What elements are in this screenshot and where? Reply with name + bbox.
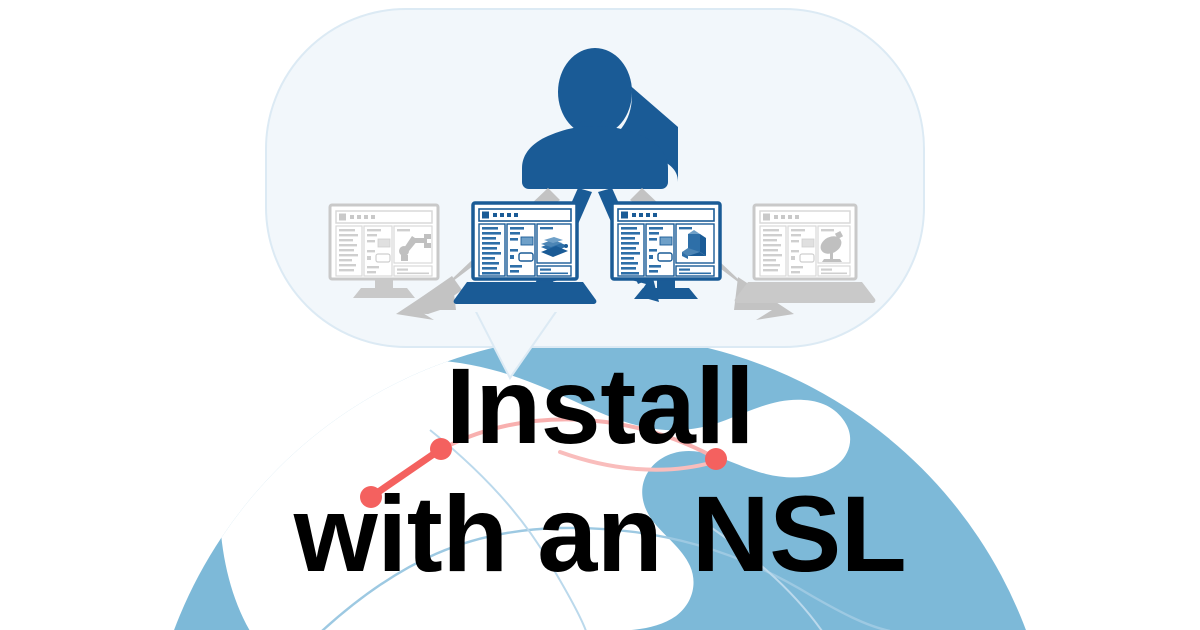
screen-bottom-bar-line bbox=[540, 272, 568, 275]
screen-menu-glyph bbox=[763, 213, 770, 221]
network-arc-faint-1 bbox=[446, 417, 714, 458]
screen-toolbar-dots bbox=[632, 213, 657, 217]
screen-bottom-bar bbox=[675, 265, 715, 277]
device-monitor-bracket-model[interactable] bbox=[610, 201, 722, 299]
screen-bottom-bar-label bbox=[821, 268, 832, 271]
screen-bottom-bar-line bbox=[821, 272, 847, 275]
screen-viewport bbox=[675, 223, 715, 264]
screen-left-panel-rows bbox=[482, 227, 501, 275]
screen-title-bar bbox=[478, 208, 572, 222]
network-arc-faint-2 bbox=[558, 450, 716, 472]
laptop-base bbox=[453, 282, 597, 304]
screen-menu-glyph bbox=[339, 213, 346, 221]
screen-menu-glyph bbox=[621, 211, 628, 219]
screen-bottom-bar-label bbox=[679, 268, 690, 271]
person-icon bbox=[522, 48, 678, 189]
screen-viewport-label bbox=[540, 227, 553, 230]
device-laptop-satellite-dish[interactable] bbox=[734, 203, 876, 303]
screen-title-bar bbox=[759, 210, 851, 224]
screen-toolbar-dots bbox=[493, 213, 518, 217]
globe-route-curve-3 bbox=[699, 519, 823, 630]
screen-mid-panel-content bbox=[367, 229, 391, 274]
device-laptop-mesh-model[interactable] bbox=[453, 201, 597, 304]
screen-left-panel-rows bbox=[339, 229, 358, 272]
laptop-base bbox=[734, 282, 876, 303]
screen-bottom-bar-label bbox=[540, 268, 551, 271]
globe-route-curve-2 bbox=[429, 429, 587, 630]
screen-toolbar-dots bbox=[774, 215, 799, 219]
screen-mid-panel-content bbox=[791, 229, 815, 274]
network-node-right bbox=[705, 448, 727, 470]
robot-arm-icon bbox=[399, 234, 431, 261]
globe-route-curve-1 bbox=[321, 526, 891, 630]
screen-bottom-bar-label bbox=[397, 268, 408, 271]
screen-title-bar bbox=[617, 208, 715, 222]
screen-toolbar-dots bbox=[350, 215, 375, 219]
screen-viewport-label bbox=[679, 227, 692, 230]
screen-bottom-bar bbox=[393, 265, 433, 277]
network-node-left bbox=[360, 486, 382, 508]
screen-bottom-bar-line bbox=[397, 272, 429, 275]
monitor-stand-base bbox=[353, 288, 415, 298]
network-node-mid bbox=[430, 438, 452, 460]
screen-viewport-label bbox=[397, 229, 410, 232]
screen-menu-glyph bbox=[482, 211, 489, 219]
screen-mid-panel-content bbox=[649, 227, 673, 273]
screen-left-panel-rows bbox=[763, 229, 782, 272]
bracket-3d-model-icon bbox=[682, 230, 706, 259]
screen-bottom-bar bbox=[536, 265, 572, 277]
screen-title-bar bbox=[335, 210, 433, 224]
screen-bottom-bar-line bbox=[679, 272, 711, 275]
network-link-left-mid bbox=[367, 445, 445, 501]
screen-viewport-label bbox=[821, 229, 834, 232]
screen-mid-panel-content bbox=[510, 227, 534, 273]
mesh-surface-icon bbox=[541, 237, 568, 257]
screen-bottom-bar bbox=[817, 265, 851, 277]
satellite-dish-icon bbox=[820, 230, 844, 262]
screen-left-panel-rows bbox=[621, 227, 640, 275]
globe-landmass-lower bbox=[287, 537, 510, 630]
device-monitor-robot-arm[interactable] bbox=[328, 203, 440, 298]
monitor-stand-base bbox=[634, 288, 698, 299]
